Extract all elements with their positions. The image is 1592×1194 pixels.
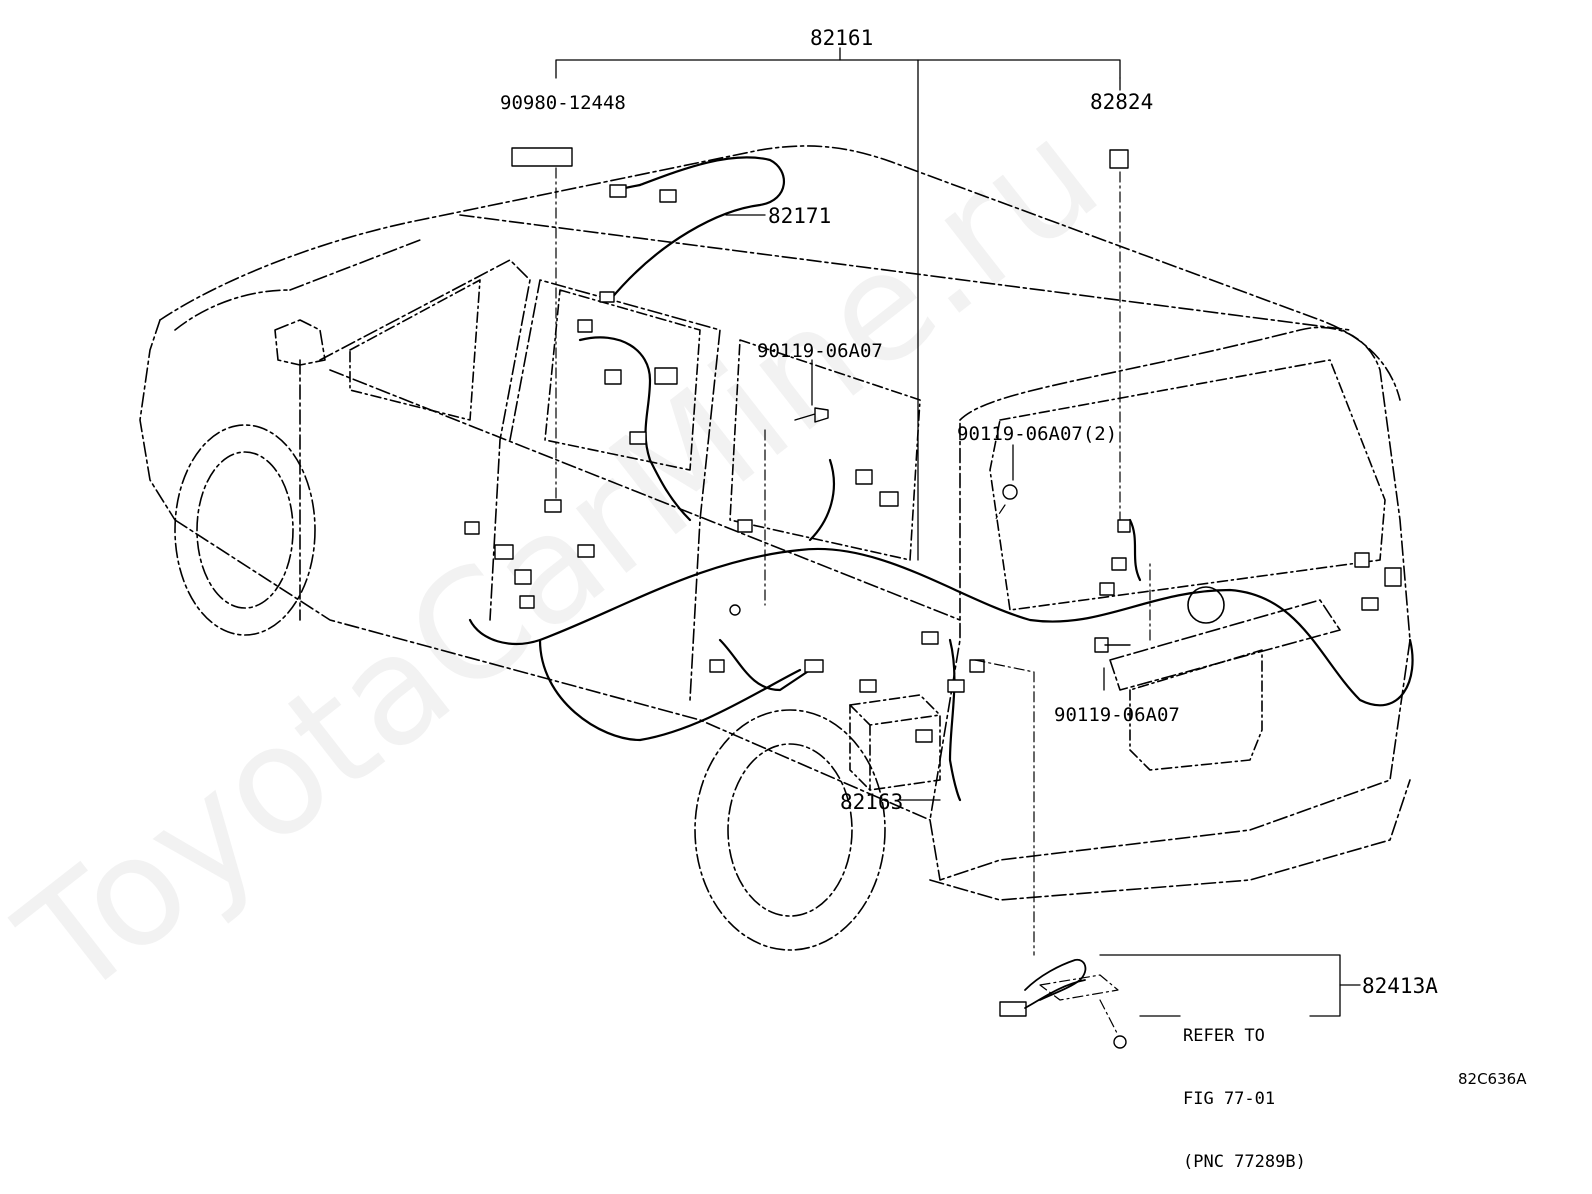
fuel-cap (1187, 586, 1225, 624)
floor-harness (468, 336, 1414, 802)
battery-box (849, 694, 941, 791)
part-label-90119-06a07-x2: 90119-06A07(2) (957, 423, 1118, 445)
part-label-82161: 82161 (810, 26, 874, 50)
refer-note-line1: REFER TO (1183, 1026, 1265, 1046)
part-label-82163: 82163 (840, 790, 904, 814)
bolts (729, 407, 1131, 1049)
refer-note-line3: (PNC 77289B) (1183, 1152, 1306, 1172)
part-label-82171: 82171 (768, 204, 832, 228)
rear-door-harness (1024, 958, 1087, 1009)
leader-lines (555, 47, 1361, 1017)
roof-harness (608, 156, 785, 302)
vehicle-outline (139, 145, 1411, 901)
connectors (464, 147, 1402, 1017)
figure-code: 82C636A (1458, 1070, 1527, 1088)
rear-wheel (694, 709, 886, 951)
front-wheel (174, 424, 316, 636)
part-label-90119-06a07-mid: 90119-06A07 (757, 340, 883, 362)
guide-lines (555, 167, 1151, 1036)
wiring-harness-diagram (139, 47, 1414, 1049)
part-label-90119-06a07-rear: 90119-06A07 (1054, 704, 1180, 726)
part-label-82824: 82824 (1090, 90, 1154, 114)
part-label-82413a: 82413A (1362, 974, 1438, 998)
refer-note-line2: FIG 77-01 (1183, 1089, 1276, 1109)
refer-note: REFER TO FIG 77-01 (PNC 77289B) (1183, 984, 1306, 1194)
part-label-90980-12448: 90980-12448 (500, 92, 626, 114)
